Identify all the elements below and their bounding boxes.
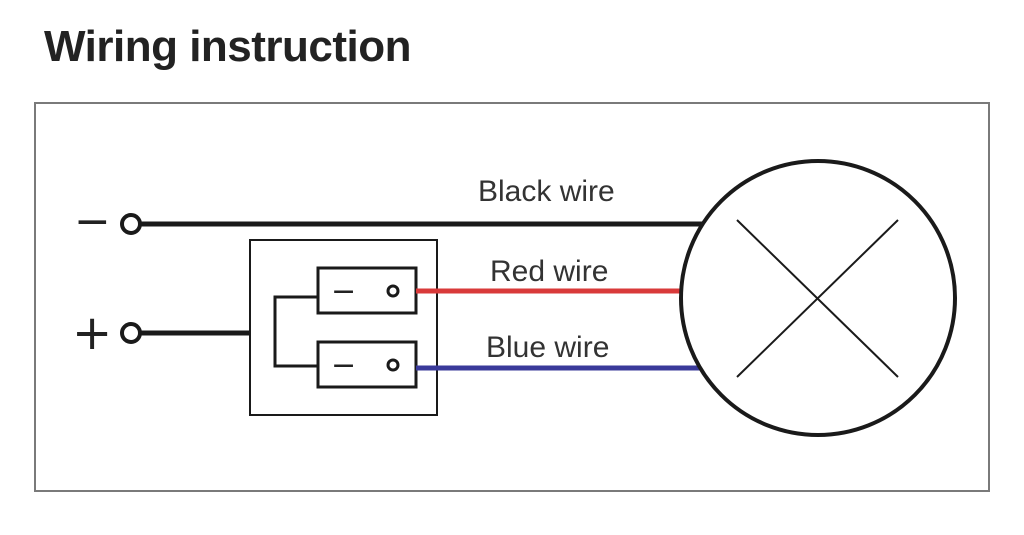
switch-bottom-minus-symbol: −	[331, 348, 356, 383]
switch-bottom: −	[316, 340, 418, 389]
negative-terminal	[120, 213, 142, 235]
positive-terminal	[120, 322, 142, 344]
switch-housing	[249, 239, 438, 416]
black-wire-label: Black wire	[478, 175, 615, 208]
blue-wire-label: Blue wire	[486, 331, 609, 364]
lamp-symbol	[679, 159, 957, 437]
negative-terminal-symbol: −	[74, 196, 111, 247]
switch-top-minus-symbol: −	[331, 274, 356, 309]
positive-terminal-symbol: +	[72, 305, 112, 361]
red-wire-label: Red wire	[490, 255, 608, 288]
switch-top-contact	[386, 284, 400, 298]
switch-bottom-contact	[386, 358, 400, 372]
diagram-frame	[34, 102, 990, 492]
switch-branch-wiring	[273, 295, 318, 368]
page-title: Wiring instruction	[44, 22, 412, 71]
switch-top: −	[316, 266, 418, 315]
